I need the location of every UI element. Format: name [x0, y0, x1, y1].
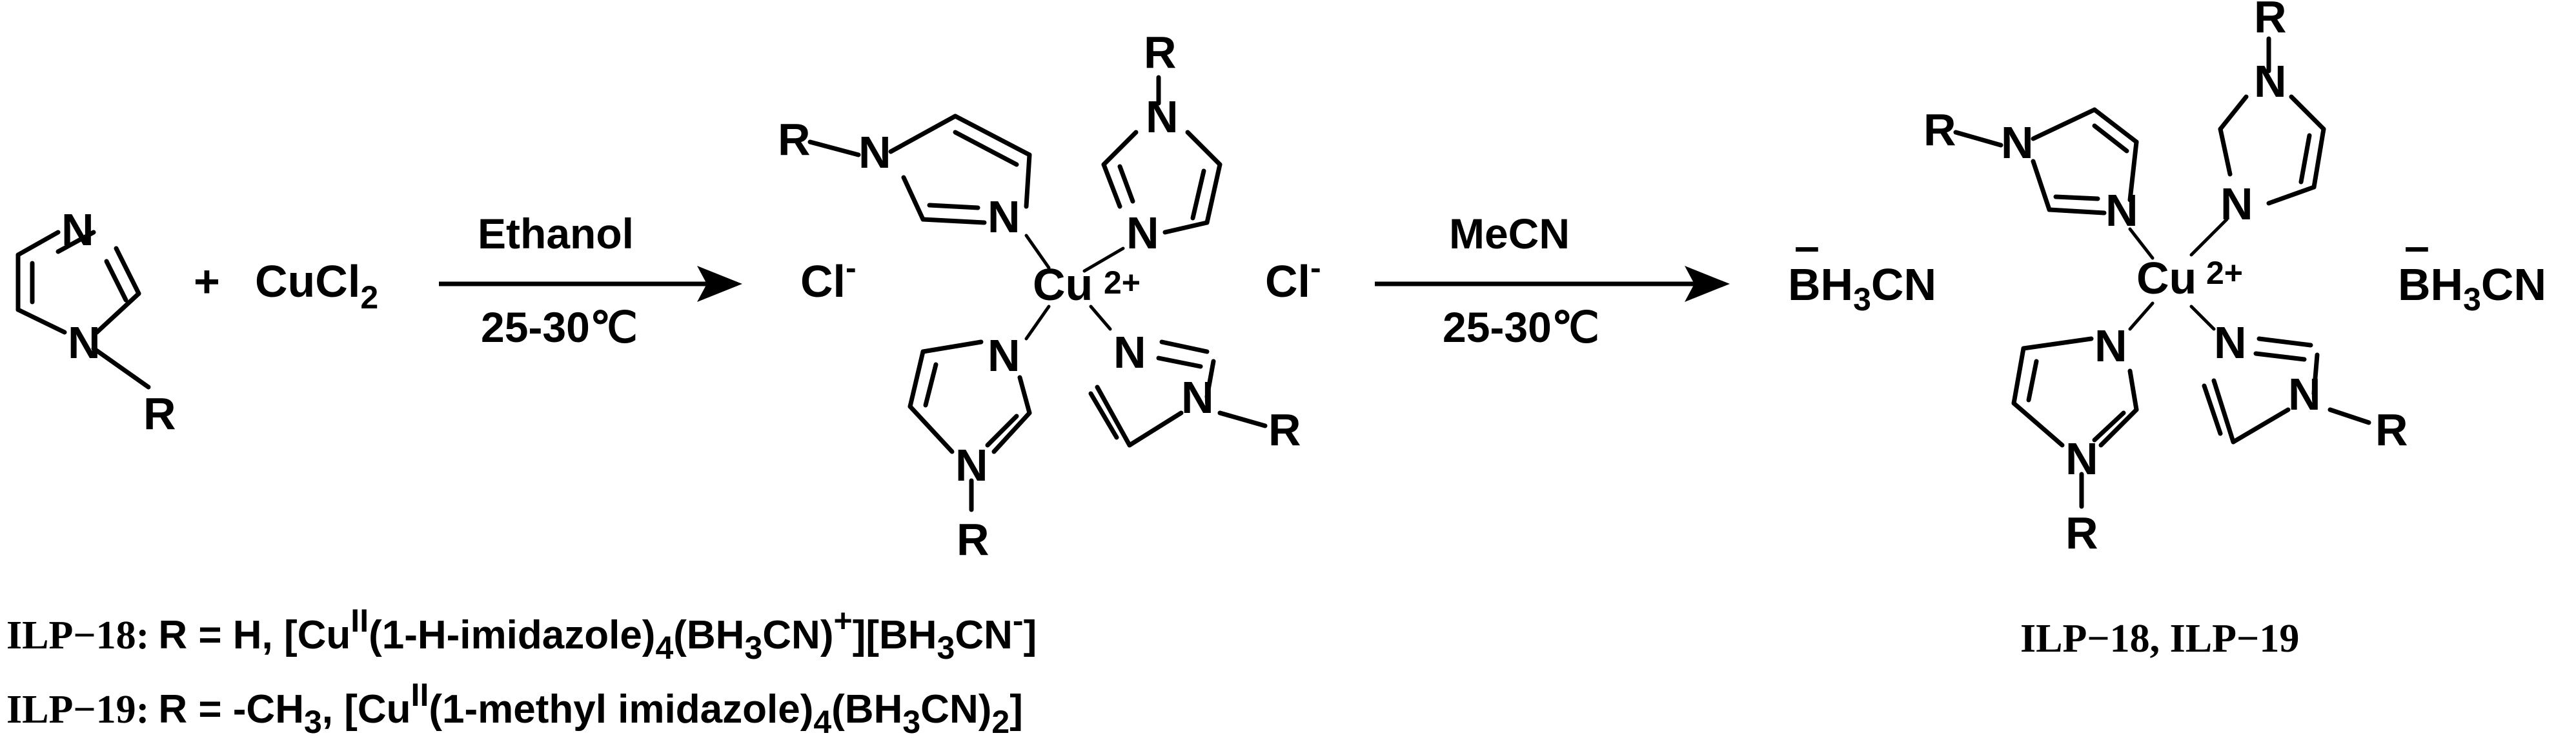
- copper-chloride: CuCl2: [255, 256, 378, 315]
- complex2-n-ul-coord: N: [2105, 185, 2138, 235]
- complex1-n-ur-outer: N: [1146, 92, 1179, 142]
- anion-left: BH3CN: [1788, 259, 1936, 317]
- complex1-n-ul-coord: N: [988, 192, 1020, 242]
- copper-complex-2: N N N N N N N N R R R R Cu 2+: [1923, 0, 2408, 558]
- complex2-n-ll-coord: N: [2094, 321, 2127, 371]
- copper-complex-1: N N N N N N N N R R R R Cu 2+: [778, 27, 1301, 565]
- complex1-r-ur: R: [1144, 27, 1177, 77]
- chloride-right: Cl-: [1265, 250, 1321, 306]
- arrow1-temperature: 25-30℃: [481, 303, 638, 351]
- complex1-n-ll-outer: N: [955, 440, 988, 490]
- atom-n3: N: [61, 205, 94, 255]
- arrow2-solvent: MeCN: [1449, 210, 1570, 257]
- reaction-arrow-1: [439, 266, 742, 302]
- legend-line-ilp18: ILP−18:R = H, [CuII(1-H-imidazole)4(BH3C…: [6, 603, 1037, 666]
- complex2-r-lr: R: [2375, 405, 2408, 455]
- reaction-arrow-2: [1375, 266, 1730, 302]
- complex2-r-ul: R: [1923, 105, 1956, 155]
- complex2-r-ll: R: [2065, 508, 2098, 558]
- anion-right-minus: –: [2404, 221, 2429, 271]
- product-label: ILP−18, ILP−19: [2020, 617, 2299, 661]
- anion-left-minus: –: [1794, 221, 1820, 271]
- arrow2-temperature: 25-30℃: [1443, 303, 1599, 351]
- arrow1-solvent: Ethanol: [478, 210, 634, 257]
- complex1-n-ll-coord: N: [988, 330, 1020, 381]
- complex2-copper: Cu: [2136, 253, 2196, 303]
- complex2-n-ll-outer: N: [2065, 434, 2098, 484]
- complex2-n-lr-coord: N: [2214, 317, 2247, 368]
- atom-n1: N: [68, 317, 101, 368]
- complex1-r-ul: R: [778, 114, 811, 165]
- complex1-n-ul-outer: N: [858, 127, 891, 177]
- complex2-n-ur-outer: N: [2254, 56, 2287, 106]
- complex1-charge: 2+: [1104, 265, 1141, 301]
- complex2-r-ur: R: [2254, 0, 2287, 42]
- complex2-charge: 2+: [2206, 255, 2243, 291]
- chloride-left: Cl-: [800, 250, 857, 306]
- complex2-n-lr-outer: N: [2288, 369, 2321, 419]
- complex2-n-ur-coord: N: [2220, 179, 2253, 229]
- complex1-r-ll: R: [957, 514, 989, 565]
- substituent-r: R: [143, 388, 176, 439]
- imidazole-reactant: N N R: [15, 205, 176, 439]
- complex1-r-lr: R: [1268, 405, 1301, 455]
- plus-sign: +: [194, 256, 220, 306]
- complex1-copper: Cu: [1033, 259, 1093, 310]
- legend-line-ilp19: ILP−19:R = -CH3, [CuII(1-methyl imidazol…: [6, 677, 1023, 740]
- complex2-n-ul-outer: N: [2001, 117, 2034, 168]
- anion-right: BH3CN: [2398, 259, 2546, 317]
- complex1-n-ur-coord: N: [1126, 208, 1159, 258]
- complex1-n-lr-coord: N: [1113, 327, 1146, 377]
- complex1-n-lr-outer: N: [1181, 372, 1214, 423]
